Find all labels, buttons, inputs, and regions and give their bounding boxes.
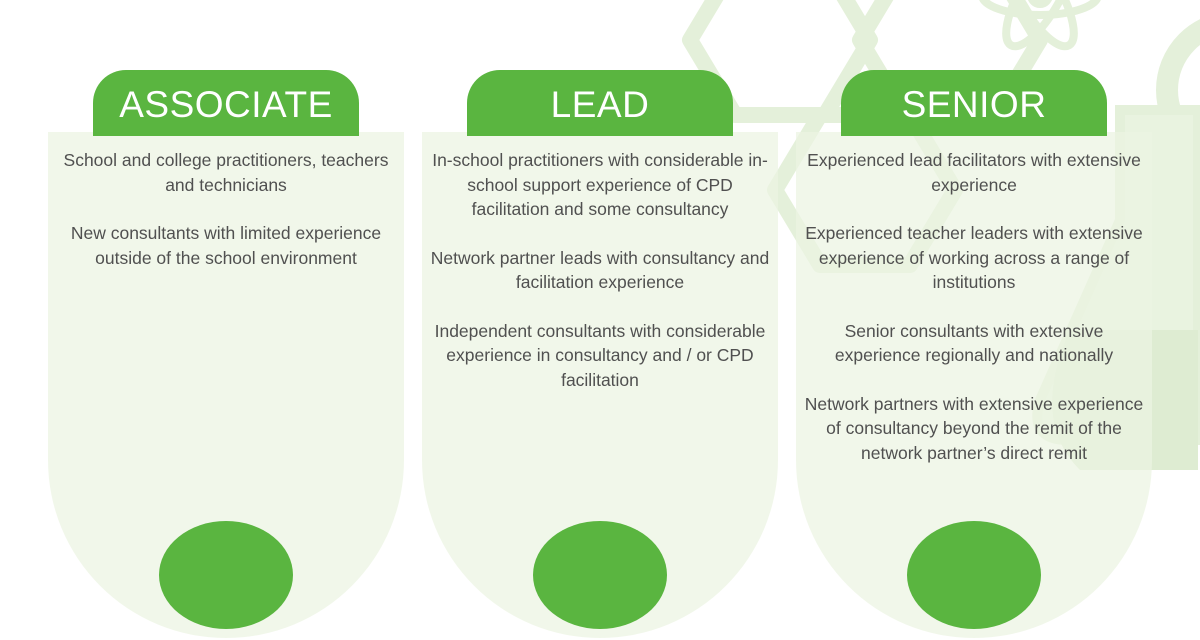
senior-description-item: Experienced teacher leaders with extensi… — [805, 223, 1143, 292]
gear-icon — [1156, 19, 1200, 161]
associate-column: ASSOCIATE School and college practitione… — [48, 70, 404, 640]
senior-description-item: Senior consultants with extensive experi… — [834, 320, 1114, 366]
lead-circle — [533, 521, 667, 629]
senior-circle — [907, 521, 1041, 629]
senior-column: SENIOR Experienced lead facilitators wit… — [796, 70, 1152, 640]
lead-description-item: Independent consultants with considerabl… — [434, 320, 766, 390]
associate-circle — [159, 521, 293, 629]
lead-description-item: In-school practitioners with considerabl… — [432, 150, 768, 219]
associate-tab: ASSOCIATE — [93, 70, 359, 136]
senior-description-list: Experienced lead facilitators with exten… — [804, 148, 1144, 489]
senior-description-item: Network partners with extensive experien… — [804, 393, 1144, 463]
lead-description-item: Network partner leads with consultancy a… — [430, 247, 770, 293]
associate-description-list: School and college practitioners, teache… — [56, 148, 396, 294]
senior-tab: SENIOR — [841, 70, 1107, 136]
lead-tab: LEAD — [467, 70, 733, 136]
lead-description-list: In-school practitioners with considerabl… — [430, 148, 770, 416]
lead-column: LEAD In-school practitioners with consid… — [422, 70, 778, 640]
associate-description-item: School and college practitioners, teache… — [63, 150, 389, 195]
senior-description-item: Experienced lead facilitators with exten… — [807, 150, 1141, 195]
associate-description-item: New consultants with limited experience … — [70, 223, 382, 268]
atom-icon — [979, 0, 1101, 51]
